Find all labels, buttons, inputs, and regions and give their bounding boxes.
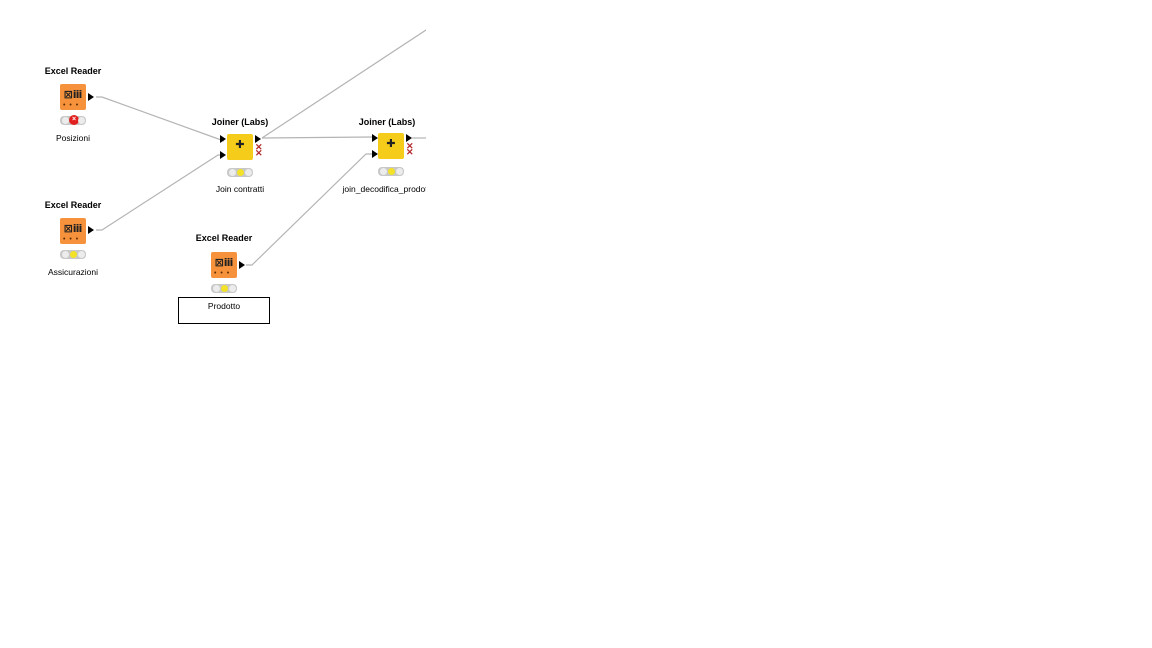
node-label[interactable]: join_decodifica_prodotto_ — [342, 184, 426, 194]
connection-posizioni-to-join[interactable] — [96, 96, 225, 142]
node-title: Excel Reader — [44, 200, 102, 210]
excel-reader-node-posizioni[interactable]: Excel Reader ⊠ⅲ • • • × Posizioni — [13, 66, 133, 150]
output-port[interactable] — [255, 135, 261, 143]
output-port-inactive-icon: ✕ — [255, 148, 263, 158]
connection-join-to-offscreen[interactable] — [261, 29, 426, 139]
node-title: Excel Reader — [44, 66, 102, 76]
input-port-left[interactable] — [220, 135, 226, 143]
node-label-editing[interactable]: Prodotto — [178, 297, 270, 324]
connection-prodotto-to-decodifica[interactable] — [246, 153, 372, 266]
excel-reader-icon[interactable]: ⊠ⅲ • • • — [60, 84, 86, 110]
joiner-node-join-decodifica[interactable]: Joiner (Labs) ✚ ✕ ✕ join_decodifica_prod… — [327, 117, 426, 201]
output-port[interactable] — [88, 226, 94, 234]
excel-reader-icon[interactable]: ⊠ⅲ • • • — [60, 218, 86, 244]
node-title: Joiner (Labs) — [211, 117, 269, 127]
output-port-inactive-icon: ✕ — [406, 147, 414, 157]
status-indicator-error: × — [60, 115, 86, 125]
excel-reader-icon[interactable]: ⊠ⅲ • • • — [211, 252, 237, 278]
output-port-inactive-icon: ✕ — [406, 141, 414, 151]
error-icon: × — [69, 115, 79, 125]
output-port[interactable] — [239, 261, 245, 269]
excel-reader-node-prodotto[interactable]: Excel Reader ⊠ⅲ • • • Prodotto — [164, 233, 284, 325]
output-port-inactive-icon: ✕ — [255, 142, 263, 152]
connection-join-to-decodifica[interactable] — [261, 136, 373, 139]
node-title: Excel Reader — [195, 233, 253, 243]
input-port-right[interactable] — [372, 150, 378, 158]
input-port-left[interactable] — [372, 134, 378, 142]
node-label[interactable]: Posizioni — [55, 133, 91, 143]
output-port[interactable] — [406, 134, 412, 142]
status-indicator-configured — [227, 168, 253, 177]
joiner-icon[interactable]: ✚ — [227, 134, 253, 160]
status-indicator-configured — [211, 284, 237, 293]
joiner-node-join-contratti[interactable]: Joiner (Labs) ✚ ✕ ✕ Join contratti — [180, 117, 300, 201]
output-port[interactable] — [88, 93, 94, 101]
status-indicator-configured — [378, 167, 404, 176]
workflow-viewport: Excel Reader ⊠ⅲ • • • × Posizioni Excel … — [0, 0, 426, 648]
status-indicator-configured — [60, 250, 86, 259]
node-label[interactable]: Assicurazioni — [47, 267, 99, 277]
joiner-icon[interactable]: ✚ — [378, 133, 404, 159]
input-port-right[interactable] — [220, 151, 226, 159]
excel-reader-node-assicurazioni[interactable]: Excel Reader ⊠ⅲ • • • Assicurazioni — [13, 200, 133, 284]
node-label[interactable]: Join contratti — [215, 184, 265, 194]
node-title: Joiner (Labs) — [358, 117, 416, 127]
